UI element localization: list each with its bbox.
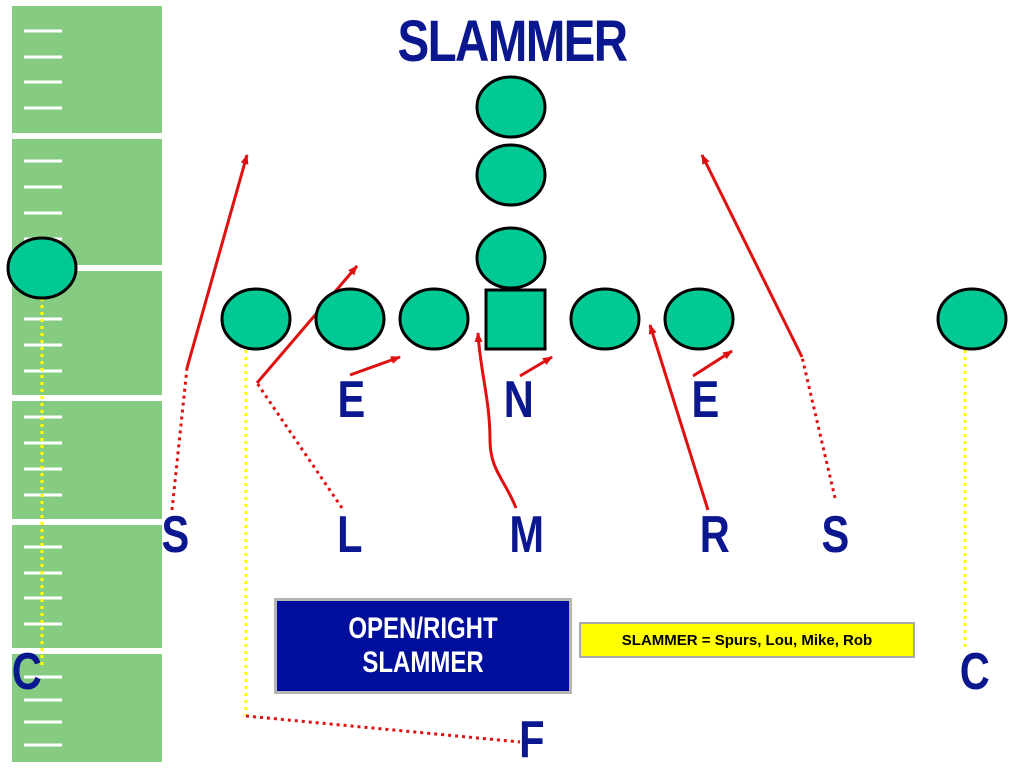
- label-l: L: [337, 506, 363, 564]
- route-e-right-arrow: [692, 349, 733, 378]
- offense: [6, 75, 1008, 351]
- label-f: F: [519, 711, 545, 769]
- player-lineman: [314, 287, 386, 351]
- formation-box: OPEN/RIGHT SLAMMER: [274, 598, 572, 694]
- coverage-lines: [40, 298, 967, 716]
- player-lineman: [663, 287, 735, 351]
- player-center: [484, 288, 547, 351]
- route-e-left-arrow: [349, 355, 401, 377]
- route-n-arrow: [519, 355, 553, 378]
- field-strip: [12, 6, 162, 762]
- label-c-left: C: [11, 643, 42, 701]
- field-section: [12, 401, 162, 519]
- player-up-back: [475, 226, 547, 290]
- player-lineman: [220, 287, 292, 351]
- route-m-arrow: [474, 332, 518, 509]
- formation-line-2: SLAMMER: [362, 646, 484, 679]
- route-s-right-arrow: [700, 154, 804, 358]
- player-middle-back: [475, 143, 547, 207]
- player-split-end-left: [6, 236, 78, 300]
- label-n: N: [503, 371, 534, 429]
- player-split-end-right: [936, 287, 1008, 351]
- route-f-dotted: [245, 714, 521, 744]
- label-r: R: [699, 506, 730, 564]
- player-lineman: [569, 287, 641, 351]
- route-s-left-arrow: [185, 154, 249, 369]
- call-legend-text: SLAMMER = Spurs, Lou, Mike, Rob: [621, 631, 873, 649]
- field-section: [12, 6, 162, 133]
- solid-routes: [185, 154, 804, 511]
- route-s-right-dotted: [800, 356, 837, 499]
- field-section: [12, 525, 162, 648]
- player-lineman: [398, 287, 470, 351]
- label-e-left: E: [337, 371, 366, 429]
- label-s-left: S: [161, 506, 190, 564]
- dotted-routes: [170, 356, 837, 744]
- route-l-arrow: [255, 265, 359, 384]
- label-e-right: E: [691, 371, 720, 429]
- route-r-arrow: [648, 324, 710, 511]
- player-deep-back: [475, 75, 547, 139]
- label-m: M: [509, 506, 544, 564]
- route-l-dotted: [255, 382, 344, 509]
- call-legend: SLAMMER = Spurs, Lou, Mike, Rob: [579, 622, 915, 658]
- label-c-right: C: [959, 643, 990, 701]
- formation-line-1: OPEN/RIGHT: [348, 612, 498, 645]
- play-title: SLAMMER: [397, 9, 629, 74]
- label-s-right: S: [821, 506, 850, 564]
- route-s-left-dotted: [170, 367, 189, 511]
